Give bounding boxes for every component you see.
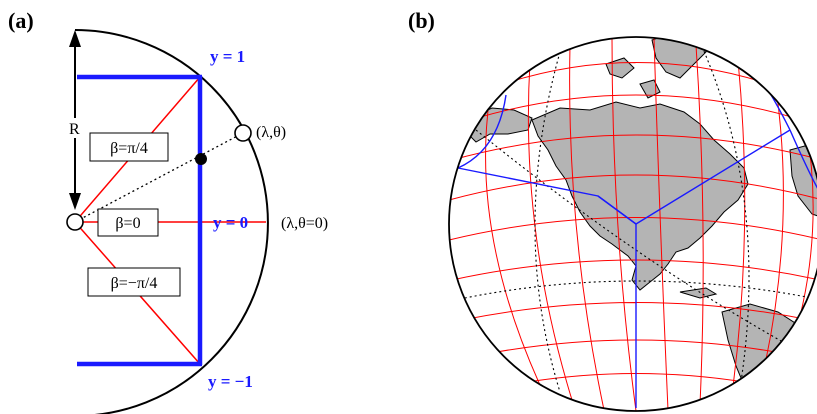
cube-edge-right	[789, 129, 817, 197]
grid-meridian	[695, 44, 704, 405]
grid-meridian	[569, 44, 605, 411]
globe-outline	[448, 36, 817, 412]
beta-label-bottom: β=−π/4	[111, 275, 158, 292]
beta-box-middle: β=0	[97, 208, 159, 237]
projection-line	[74, 132, 244, 223]
beta-label-middle: β=0	[115, 215, 140, 232]
y-label-middle: y = 0	[213, 213, 248, 232]
panel-b: (b)	[408, 8, 817, 412]
projected-point	[195, 153, 207, 165]
cuba	[679, 287, 718, 299]
grid-latitude	[499, 62, 773, 86]
north-america	[531, 101, 749, 291]
dotted-reference-lines	[454, 41, 817, 393]
center-point	[66, 213, 84, 231]
grid-meridian	[653, 37, 669, 411]
circle-arc	[74, 29, 269, 414]
panel-b-label: (b)	[408, 8, 435, 33]
grid-latitude	[451, 134, 817, 161]
beta-box-top: β=π/4	[89, 132, 169, 162]
grid-meridian	[485, 94, 541, 386]
point-label-upper: (λ,θ)	[256, 124, 286, 141]
dotted-meridian	[534, 51, 561, 393]
beta-box-bottom: β=−π/4	[87, 267, 181, 297]
dotted-meridian	[699, 41, 750, 389]
grid-meridian	[611, 37, 637, 411]
grid-meridian	[731, 59, 746, 395]
grid-latitude	[469, 94, 803, 121]
radius-arrow	[69, 30, 81, 210]
cube-edge-left	[457, 94, 507, 169]
panel-a-label: (a)	[8, 8, 34, 33]
grid-latitude	[449, 217, 817, 241]
point-label-equator: (λ,θ=0)	[281, 215, 328, 232]
y-label-top: y = 1	[210, 47, 245, 66]
cube-edges	[77, 74, 203, 367]
y-label-bottom: y = −1	[208, 372, 253, 391]
grid-latitude	[449, 174, 817, 201]
radius-label: R	[69, 121, 80, 138]
panel-a: (a) R β=π/4	[8, 8, 328, 414]
cube-edge-center	[597, 195, 637, 225]
grid-meridian	[761, 87, 784, 379]
beta-label-top: β=π/4	[110, 140, 148, 157]
sphere-point	[234, 124, 252, 142]
